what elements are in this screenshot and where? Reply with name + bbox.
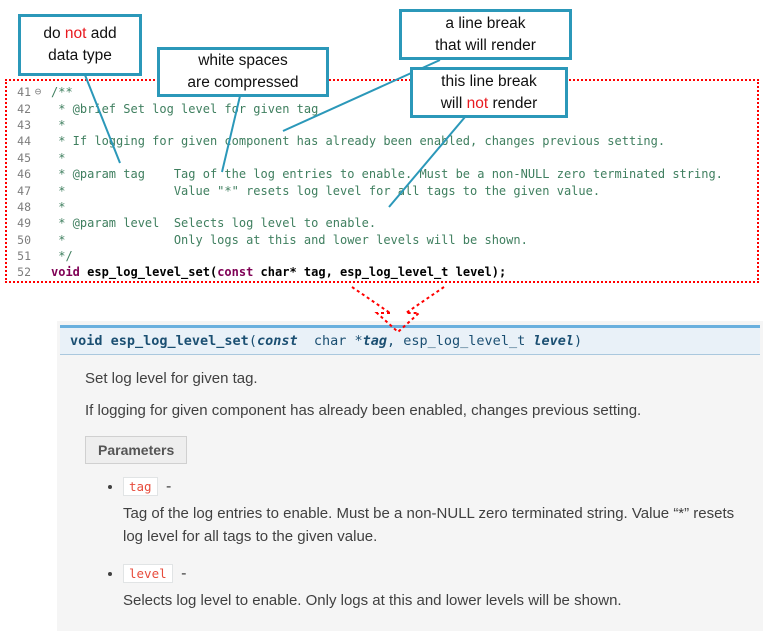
parameter-list: tag - Tag of the log entries to enable. … bbox=[123, 477, 763, 613]
line-number: 43 bbox=[17, 117, 31, 132]
comment-text: */ bbox=[51, 249, 73, 264]
line-number: 47 bbox=[17, 183, 31, 198]
function-declaration: void esp_log_level_set(const char* tag, … bbox=[51, 265, 507, 280]
rendered-doc-panel: void esp_log_level_set(const char *tag, … bbox=[57, 321, 763, 631]
line-number: 41⊖ bbox=[7, 85, 45, 99]
line-number: 51 bbox=[17, 249, 31, 264]
parameters-label: Parameters bbox=[85, 436, 188, 464]
param-name-code: level bbox=[123, 564, 173, 583]
line-number: 42 bbox=[17, 101, 31, 116]
sig-keyword-const: const bbox=[256, 333, 298, 349]
sig-param-tag: tag bbox=[362, 333, 388, 349]
sig-param-level: level bbox=[533, 333, 574, 349]
param-dash: - bbox=[161, 478, 172, 495]
comment-text: * Only logs at this and lower levels wil… bbox=[51, 232, 528, 247]
fold-collapse-icon[interactable]: ⊖ bbox=[34, 85, 42, 99]
callout-text-line: that will render bbox=[435, 36, 536, 54]
comment-text: * @brief Set log level for given tag bbox=[51, 101, 319, 116]
callout-text-line: this line break bbox=[441, 72, 537, 90]
emphasis-not: not bbox=[64, 25, 87, 43]
callout-line-break-render: a line break that will render bbox=[399, 9, 572, 60]
line-number: 49 bbox=[17, 216, 31, 231]
comment-text: * bbox=[51, 199, 66, 214]
code-line: 46 * @param tag Tag of the log entries t… bbox=[7, 166, 757, 182]
comment-text: * @param level Selects log level to enab… bbox=[51, 216, 377, 231]
comment-text: * @param tag Tag of the log entries to e… bbox=[51, 167, 723, 182]
parameter-item-level: level - Selects log level to enable. Onl… bbox=[123, 564, 763, 613]
code-editor[interactable]: 41⊖ /** 42 * @brief Set log level for gi… bbox=[5, 79, 759, 283]
sig-function-name: esp_log_level_set bbox=[110, 333, 249, 349]
keyword-void: void bbox=[51, 265, 80, 280]
callout-whitespace-compressed: white spaces are compressed bbox=[157, 47, 329, 97]
callout-text-line: are compressed bbox=[187, 74, 299, 91]
code-line: 51 */ bbox=[7, 248, 757, 264]
code-line-declaration: 52 void esp_log_level_set(const char* ta… bbox=[7, 264, 757, 280]
comment-text: * If logging for given component has alr… bbox=[51, 134, 666, 149]
line-number: 48 bbox=[17, 199, 31, 214]
comment-text: * Value "*" resets log level for all tag… bbox=[51, 183, 601, 198]
param-dash: - bbox=[176, 565, 187, 582]
line-number: 52 bbox=[17, 265, 31, 280]
code-line: 41⊖ /** bbox=[7, 84, 757, 100]
arrow-left-edge bbox=[351, 286, 391, 314]
comment-text: * bbox=[51, 117, 66, 132]
line-number: 50 bbox=[17, 232, 31, 247]
code-line: 44 * If logging for given component has … bbox=[7, 133, 757, 149]
keyword-const: const bbox=[217, 265, 254, 280]
code-line: 50 * Only logs at this and lower levels … bbox=[7, 232, 757, 248]
callout-text-line: do not add bbox=[43, 25, 117, 43]
callout-text-line: will not render bbox=[440, 94, 538, 112]
arrow-right-edge bbox=[405, 286, 445, 314]
parameter-item-tag: tag - Tag of the log entries to enable. … bbox=[123, 477, 763, 548]
comment-text: /** bbox=[51, 85, 73, 100]
doc-paragraph-detail: If logging for given component has alrea… bbox=[85, 402, 642, 419]
callout-text-line: a line break bbox=[445, 14, 526, 32]
param-name-code: tag bbox=[123, 477, 158, 496]
code-line: 47 * Value "*" resets log level for all … bbox=[7, 182, 757, 198]
callout-text-line: data type bbox=[48, 47, 112, 64]
code-line: 49 * @param level Selects log level to e… bbox=[7, 215, 757, 231]
sig-keyword-void: void bbox=[70, 333, 111, 349]
function-name: esp_log_level_set bbox=[87, 265, 210, 280]
code-line: 43 * bbox=[7, 117, 757, 133]
line-number: 46 bbox=[17, 167, 31, 182]
param-description: Tag of the log entries to enable. Must b… bbox=[123, 505, 735, 545]
code-line: 42 * @brief Set log level for given tag bbox=[7, 100, 757, 116]
param-description: Selects log level to enable. Only logs a… bbox=[123, 592, 622, 609]
doc-paragraph-brief: Set log level for given tag. bbox=[85, 370, 258, 387]
comment-text: * bbox=[51, 150, 66, 165]
function-signature: void esp_log_level_set(const char *tag, … bbox=[60, 325, 760, 355]
line-number: 44 bbox=[17, 134, 31, 149]
line-number: 45 bbox=[17, 150, 31, 165]
callout-line-break-norender: this line break will not render bbox=[410, 67, 568, 118]
emphasis-not: not bbox=[466, 94, 489, 112]
code-line: 45 * bbox=[7, 150, 757, 166]
callout-text-line: white spaces bbox=[198, 52, 288, 70]
code-line: 48 * bbox=[7, 199, 757, 215]
callout-no-datatype: do not add data type bbox=[18, 14, 142, 76]
